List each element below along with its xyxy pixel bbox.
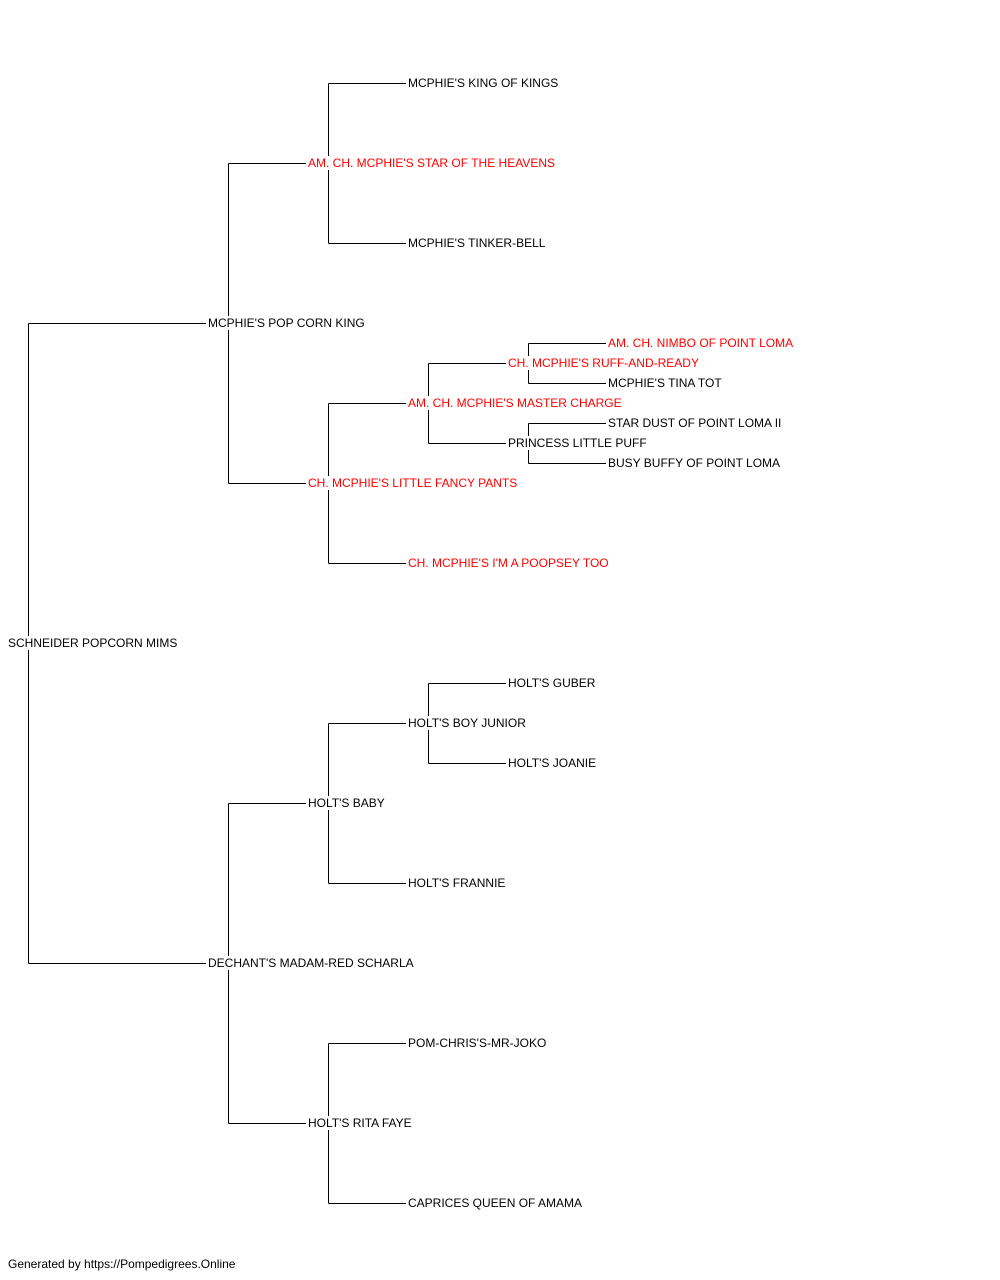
- dog-name-holt-s-guber: HOLT'S GUBER: [508, 676, 598, 690]
- dog-name-ch-mcphie-s-little-fancy-pants: CH. MCPHIE'S LITTLE FANCY PANTS: [308, 476, 520, 490]
- dog-name-pom-chris-s-mr-joko: POM-CHRIS'S-MR-JOKO: [408, 1036, 549, 1050]
- dog-name-mcphie-s-king-of-kings: MCPHIE'S KING OF KINGS: [408, 76, 561, 90]
- dog-name-mcphie-s-tinker-bell: MCPHIE'S TINKER-BELL: [408, 236, 548, 250]
- dog-name-mcphie-s-pop-corn-king: MCPHIE'S POP CORN KING: [208, 316, 367, 330]
- dog-name-holt-s-rita-faye: HOLT'S RITA FAYE: [308, 1116, 414, 1130]
- dog-name-am-ch-mcphie-s-master-charge: AM. CH. MCPHIE'S MASTER CHARGE: [408, 396, 624, 410]
- dog-name-ch-mcphie-s-i-m-a-poopsey-too: CH. MCPHIE'S I'M A POOPSEY TOO: [408, 556, 611, 570]
- dog-name-holt-s-frannie: HOLT'S FRANNIE: [408, 876, 508, 890]
- dog-name-am-ch-mcphie-s-star-of-the-heavens: AM. CH. MCPHIE'S STAR OF THE HEAVENS: [308, 156, 557, 170]
- dog-name-am-ch-nimbo-of-point-loma: AM. CH. NIMBO OF POINT LOMA: [608, 336, 796, 350]
- dog-name-princess-little-puff: PRINCESS LITTLE PUFF: [508, 436, 649, 450]
- dog-name-holt-s-joanie: HOLT'S JOANIE: [508, 756, 599, 770]
- dog-name-busy-buffy-of-point-loma: BUSY BUFFY OF POINT LOMA: [608, 456, 783, 470]
- dog-name-star-dust-of-point-loma-ii: STAR DUST OF POINT LOMA II: [608, 416, 784, 430]
- dog-name-schneider-popcorn-mims: SCHNEIDER POPCORN MIMS: [8, 636, 180, 650]
- dog-name-holt-s-baby: HOLT'S BABY: [308, 796, 387, 810]
- footer-credit: Generated by https://Pompedigrees.Online: [8, 1257, 236, 1271]
- dog-name-caprices-queen-of-amama: CAPRICES QUEEN OF AMAMA: [408, 1196, 585, 1210]
- dog-name-ch-mcphie-s-ruff-and-ready: CH. MCPHIE'S RUFF-AND-READY: [508, 356, 701, 370]
- dog-name-mcphie-s-tina-tot: MCPHIE'S TINA TOT: [608, 376, 724, 390]
- dog-name-dechant-s-madam-red-scharla: DECHANT'S MADAM-RED SCHARLA: [208, 956, 416, 970]
- dog-name-holt-s-boy-junior: HOLT'S BOY JUNIOR: [408, 716, 528, 730]
